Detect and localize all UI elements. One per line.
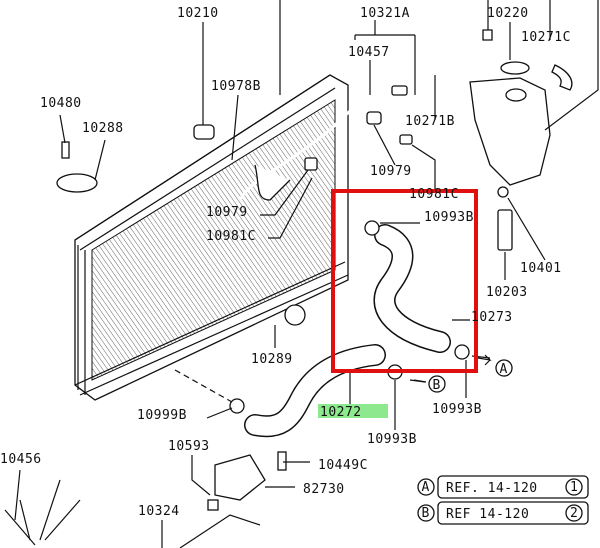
label-10981C[interactable]: 10981C <box>206 229 256 244</box>
svg-text:A: A <box>422 480 430 495</box>
svg-text:A: A <box>500 362 508 377</box>
svg-text:B: B <box>433 378 441 393</box>
svg-text:REF. 14-120: REF. 14-120 <box>446 481 538 496</box>
label-10993B[interactable]: 10993B <box>367 432 417 447</box>
label-10999B[interactable]: 10999B <box>137 408 187 423</box>
label-10401[interactable]: 10401 <box>520 261 562 276</box>
label-10981C[interactable]: 10981C <box>409 187 459 202</box>
label-10456[interactable]: 10456 <box>0 452 42 467</box>
selection-box <box>331 189 478 373</box>
ref-b[interactable]: B REF 14-120 2 <box>417 501 589 525</box>
leader-lines <box>14 0 599 548</box>
reserve-tank <box>469 77 551 186</box>
marker-a[interactable]: A <box>477 354 513 377</box>
marker-b[interactable]: B <box>413 375 446 393</box>
label-10457[interactable]: 10457 <box>348 45 390 60</box>
label-10220[interactable]: 10220 <box>487 6 529 21</box>
label-10593[interactable]: 10593 <box>168 439 210 454</box>
label-10979[interactable]: 10979 <box>370 164 412 179</box>
label-10271C[interactable]: 10271C <box>521 30 571 45</box>
label-10321A[interactable]: 10321A <box>360 6 410 21</box>
part-labels: 10210 10321A 10220 10271C 10457 10978B 1… <box>0 6 571 519</box>
svg-text:REF 14-120: REF 14-120 <box>446 507 529 522</box>
label-10210[interactable]: 10210 <box>177 6 219 21</box>
svg-text:2: 2 <box>570 506 578 521</box>
label-10203[interactable]: 10203 <box>486 285 528 300</box>
label-10979[interactable]: 10979 <box>206 205 248 220</box>
svg-text:1: 1 <box>570 480 578 495</box>
ref-a[interactable]: A REF. 14-120 1 <box>417 475 589 499</box>
label-10288[interactable]: 10288 <box>82 121 124 136</box>
svg-text:B: B <box>422 506 430 521</box>
label-10273[interactable]: 10273 <box>471 310 513 325</box>
highlight-10272 <box>318 404 388 418</box>
label-10993B[interactable]: 10993B <box>424 210 474 225</box>
label-10449C[interactable]: 10449C <box>318 458 368 473</box>
label-10324[interactable]: 10324 <box>138 504 180 519</box>
label-10993B[interactable]: 10993B <box>432 402 482 417</box>
label-10272[interactable]: 10272 <box>320 405 362 420</box>
label-10271B[interactable]: 10271B <box>405 114 455 129</box>
label-10480[interactable]: 10480 <box>40 96 82 111</box>
label-10289[interactable]: 10289 <box>251 352 293 367</box>
label-10978B[interactable]: 10978B <box>211 79 261 94</box>
label-82730[interactable]: 82730 <box>303 482 345 497</box>
